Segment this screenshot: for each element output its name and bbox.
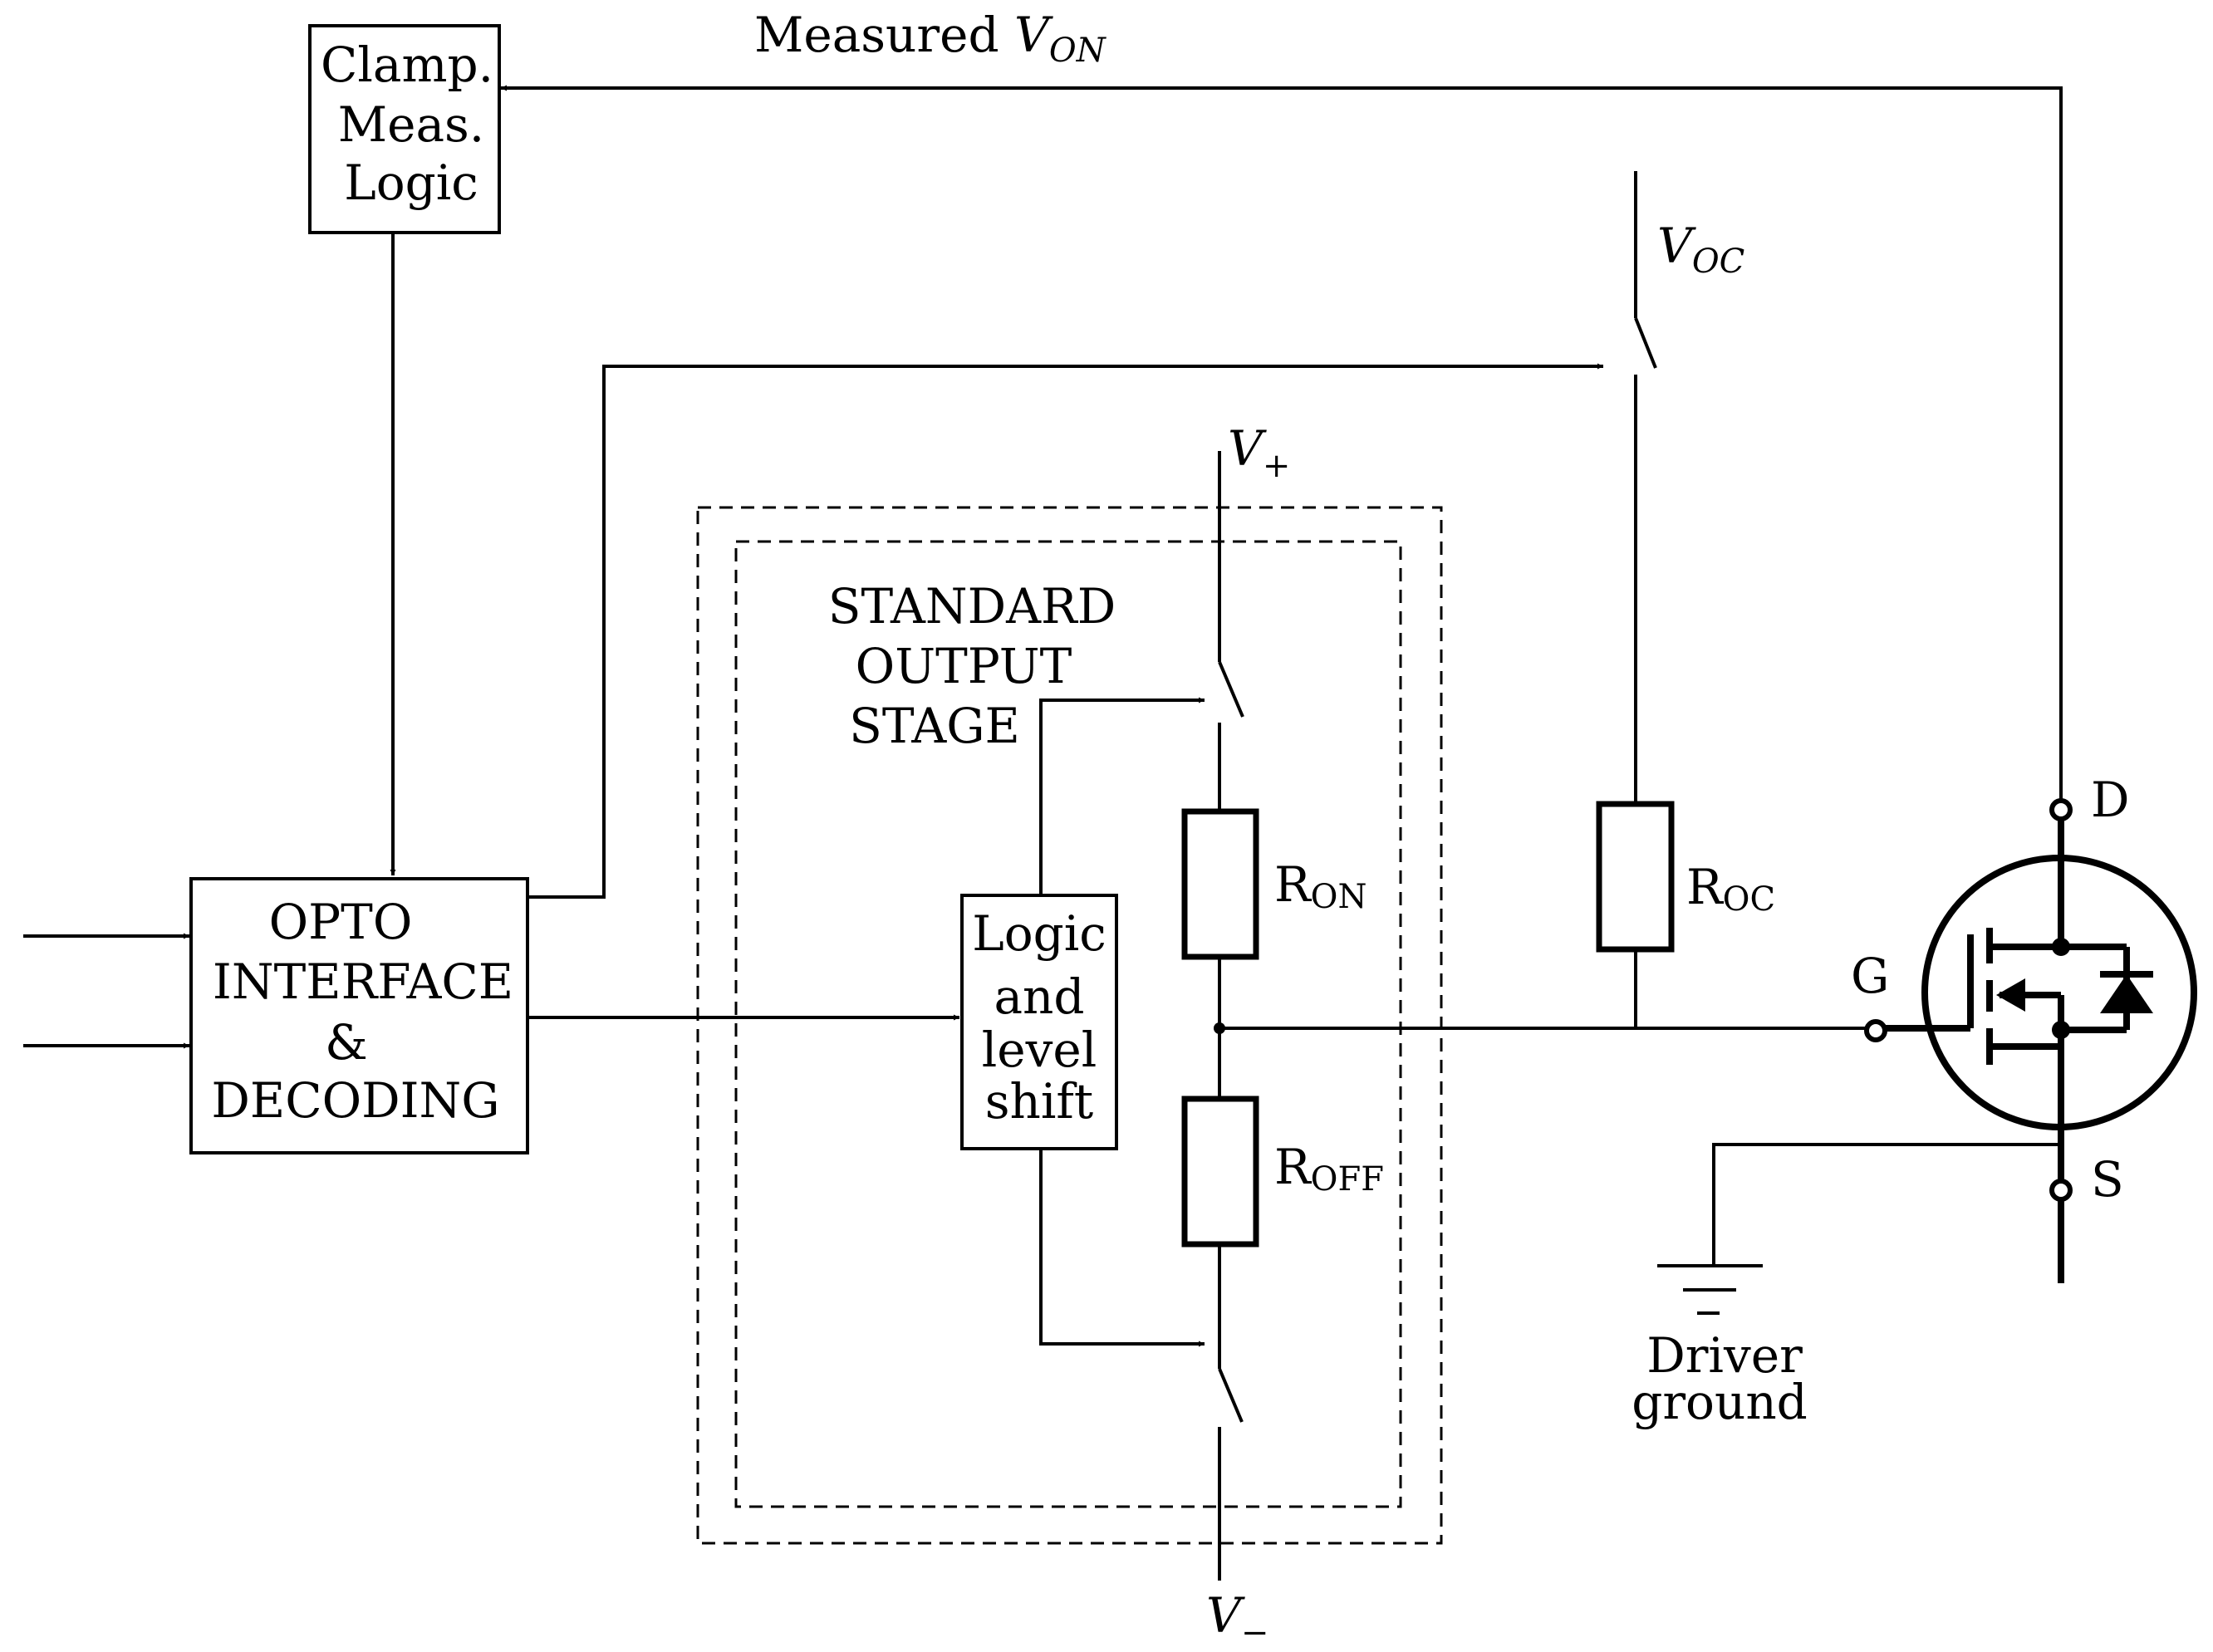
- vminus-sub: −: [1241, 1614, 1269, 1652]
- logic-line-1: Logic: [972, 905, 1106, 962]
- ron-label: RON: [1274, 856, 1367, 916]
- diode-triangle: [2100, 974, 2153, 1013]
- vminus-label: V−: [1206, 1587, 1268, 1652]
- roff-resistor: [1181, 1096, 1259, 1248]
- source-terminal: [2049, 1179, 2073, 1202]
- roc-resistor: [1596, 801, 1675, 953]
- opto-line-2: INTERFACE: [213, 953, 513, 1010]
- gate-terminal: [1864, 1019, 1887, 1042]
- voc-var: V: [1657, 218, 1696, 274]
- mosfet-symbol: [1881, 810, 2197, 1283]
- output-stage-label-line-3: STAGE: [849, 698, 1020, 754]
- measured-von-label: Measured VON: [754, 7, 1107, 70]
- vminus-var: V: [1206, 1587, 1245, 1644]
- vplus-var: V: [1228, 420, 1267, 477]
- logic-line-3: level: [982, 1022, 1097, 1078]
- opto-line-1: OPTO: [269, 894, 413, 950]
- logic-to-lower-switch-wire: [1039, 1149, 1205, 1347]
- vplus-label: V+: [1228, 420, 1290, 485]
- voc-sub: OC: [1692, 243, 1744, 281]
- ron-sub: ON: [1311, 878, 1367, 916]
- opto-line-3: &: [325, 1014, 368, 1071]
- drain-terminal: [2049, 798, 2073, 821]
- opto-line-4: DECODING: [211, 1072, 499, 1129]
- measured-von-prefix: Measured: [754, 7, 1014, 63]
- drain-label: D: [2091, 772, 2130, 828]
- measured-von-wire: [501, 85, 2063, 806]
- roc-sub: OC: [1723, 880, 1775, 919]
- logic-line-2: and: [994, 968, 1084, 1025]
- ground-wire: [1712, 1143, 2061, 1266]
- roff-main: R: [1274, 1139, 1313, 1195]
- ground-label-line-1: Driver: [1646, 1327, 1803, 1384]
- ron-main: R: [1274, 856, 1313, 913]
- output-stage-label-line-1: STANDARD: [828, 578, 1116, 635]
- voc-label: VOC: [1657, 218, 1744, 281]
- gate-label: G: [1851, 948, 1889, 1004]
- body-arrow: [1996, 978, 2025, 1012]
- logic-level-shift-block: [960, 894, 1118, 1150]
- logic-to-upper-switch-wire: [1039, 697, 1205, 895]
- voc-switch-blade: [1634, 317, 1657, 369]
- clamp-meas-logic-block: [308, 24, 501, 234]
- output-stage-inner-boundary: [734, 540, 1402, 1508]
- logic-line-4: shift: [985, 1073, 1093, 1130]
- ground-label-line-2: ground: [1632, 1374, 1808, 1430]
- lower-switch-blade: [1218, 1368, 1244, 1423]
- measured-von-var: V: [1014, 7, 1053, 63]
- roff-sub: OFF: [1311, 1160, 1384, 1199]
- vplus-sub: +: [1263, 447, 1291, 485]
- roc-main: R: [1686, 859, 1725, 915]
- source-label: S: [2091, 1151, 2124, 1208]
- opto-to-voc-switch-wire: [527, 363, 1603, 899]
- clamp-logic-line-2: Meas.: [338, 96, 485, 153]
- clamp-logic-line-1: Clamp.: [321, 37, 493, 93]
- upper-switch-blade: [1218, 661, 1244, 718]
- measured-von-sub: ON: [1049, 32, 1107, 70]
- roff-label: ROFF: [1274, 1139, 1384, 1199]
- output-stage-outer-boundary: [696, 506, 1443, 1545]
- output-stage-label: STANDARD OUTPUT STAGE: [828, 578, 1116, 754]
- output-stage-label-line-2: OUTPUT: [856, 638, 1072, 694]
- roc-label: ROC: [1686, 859, 1775, 919]
- ron-resistor: [1181, 808, 1259, 960]
- clamp-logic-line-3: Logic: [344, 154, 478, 211]
